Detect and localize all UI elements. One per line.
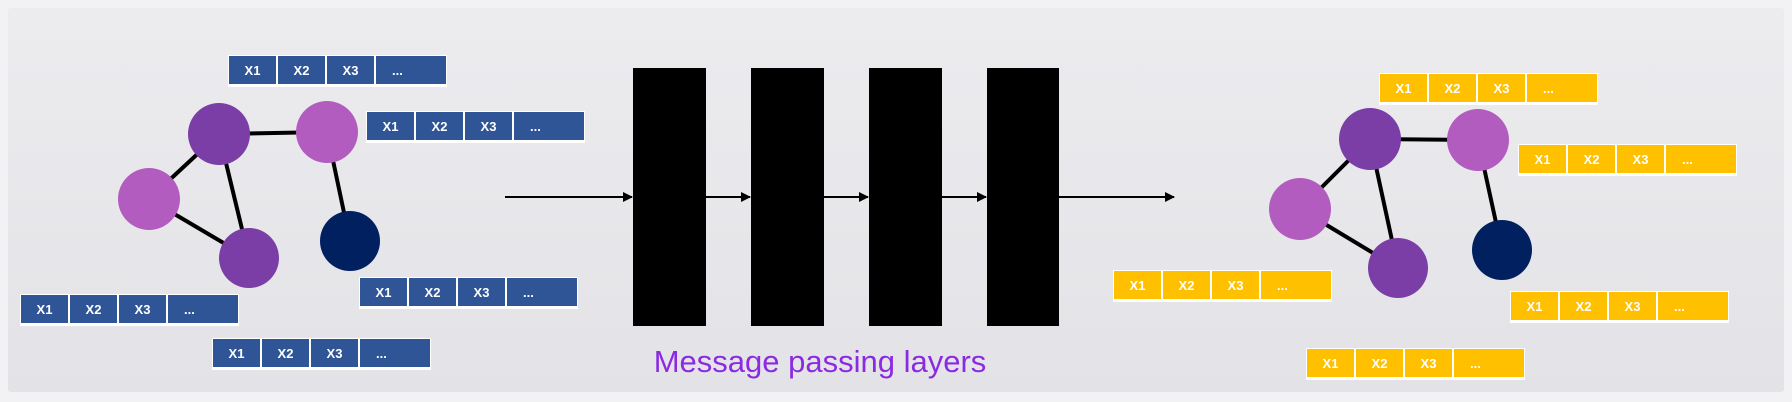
feature-cell: X2 [278, 56, 325, 84]
feature-cell: X1 [213, 339, 260, 367]
feature-cell: ... [168, 295, 238, 323]
feature-cell: X3 [119, 295, 166, 323]
feature-cell: X1 [1114, 271, 1161, 299]
feature-cell: X3 [458, 278, 505, 306]
feature-cell: X1 [367, 112, 414, 140]
feature-cell: X3 [1405, 349, 1452, 377]
feature-cell: X3 [327, 56, 374, 84]
output-node-m4 [1368, 238, 1428, 298]
feature-cell: X2 [1568, 145, 1615, 173]
feature-cell: X2 [1163, 271, 1210, 299]
feature-cell: ... [507, 278, 577, 306]
output-feature-vector: X1 X2 X3 ... [1379, 73, 1598, 105]
feature-cell: X3 [1478, 74, 1525, 102]
feature-cell: X1 [1511, 292, 1558, 320]
feature-cell: ... [1527, 74, 1597, 102]
message-passing-layer-1 [633, 68, 706, 326]
feature-cell: X1 [360, 278, 407, 306]
feature-cell: X2 [70, 295, 117, 323]
feature-cell: X3 [1617, 145, 1664, 173]
feature-cell: X1 [1307, 349, 1354, 377]
feature-cell: X1 [1519, 145, 1566, 173]
feature-cell: ... [1658, 292, 1728, 320]
output-node-m1 [1269, 178, 1331, 240]
feature-cell: X3 [311, 339, 358, 367]
feature-cell: X3 [1212, 271, 1259, 299]
output-node-m2 [1339, 108, 1401, 170]
input-feature-vector: X1 X2 X3 ... [228, 55, 447, 87]
feature-cell: ... [1454, 349, 1524, 377]
feature-cell: ... [360, 339, 430, 367]
input-feature-vector: X1 X2 X3 ... [20, 294, 239, 326]
feature-cell: X1 [21, 295, 68, 323]
feature-cell: X2 [409, 278, 456, 306]
output-feature-vector: X1 X2 X3 ... [1306, 348, 1525, 380]
message-passing-layer-4 [987, 68, 1059, 326]
feature-cell: X1 [1380, 74, 1427, 102]
output-node-m3 [1447, 109, 1509, 171]
input-feature-vector: X1 X2 X3 ... [212, 338, 431, 370]
feature-cell: ... [376, 56, 446, 84]
message-passing-layer-2 [751, 68, 824, 326]
feature-cell: X2 [1429, 74, 1476, 102]
feature-cell: X3 [465, 112, 512, 140]
message-passing-layer-3 [869, 68, 942, 326]
feature-cell: ... [1666, 145, 1736, 173]
feature-cell: ... [1261, 271, 1331, 299]
feature-cell: X2 [1356, 349, 1403, 377]
input-node-n2 [188, 103, 250, 165]
feature-cell: ... [514, 112, 584, 140]
feature-cell: X1 [229, 56, 276, 84]
input-node-n1 [118, 168, 180, 230]
output-feature-vector: X1 X2 X3 ... [1113, 270, 1332, 302]
output-node-m5 [1472, 220, 1532, 280]
input-node-n5 [320, 211, 380, 271]
message-passing-caption: Message passing layers [653, 344, 987, 379]
input-feature-vector: X1 X2 X3 ... [359, 277, 578, 309]
input-node-n4 [219, 228, 279, 288]
feature-cell: X3 [1609, 292, 1656, 320]
feature-cell: X2 [1560, 292, 1607, 320]
input-node-n3 [296, 101, 358, 163]
feature-cell: X2 [416, 112, 463, 140]
input-feature-vector: X1 X2 X3 ... [366, 111, 585, 143]
output-feature-vector: X1 X2 X3 ... [1518, 144, 1737, 176]
feature-cell: X2 [262, 339, 309, 367]
output-feature-vector: X1 X2 X3 ... [1510, 291, 1729, 323]
